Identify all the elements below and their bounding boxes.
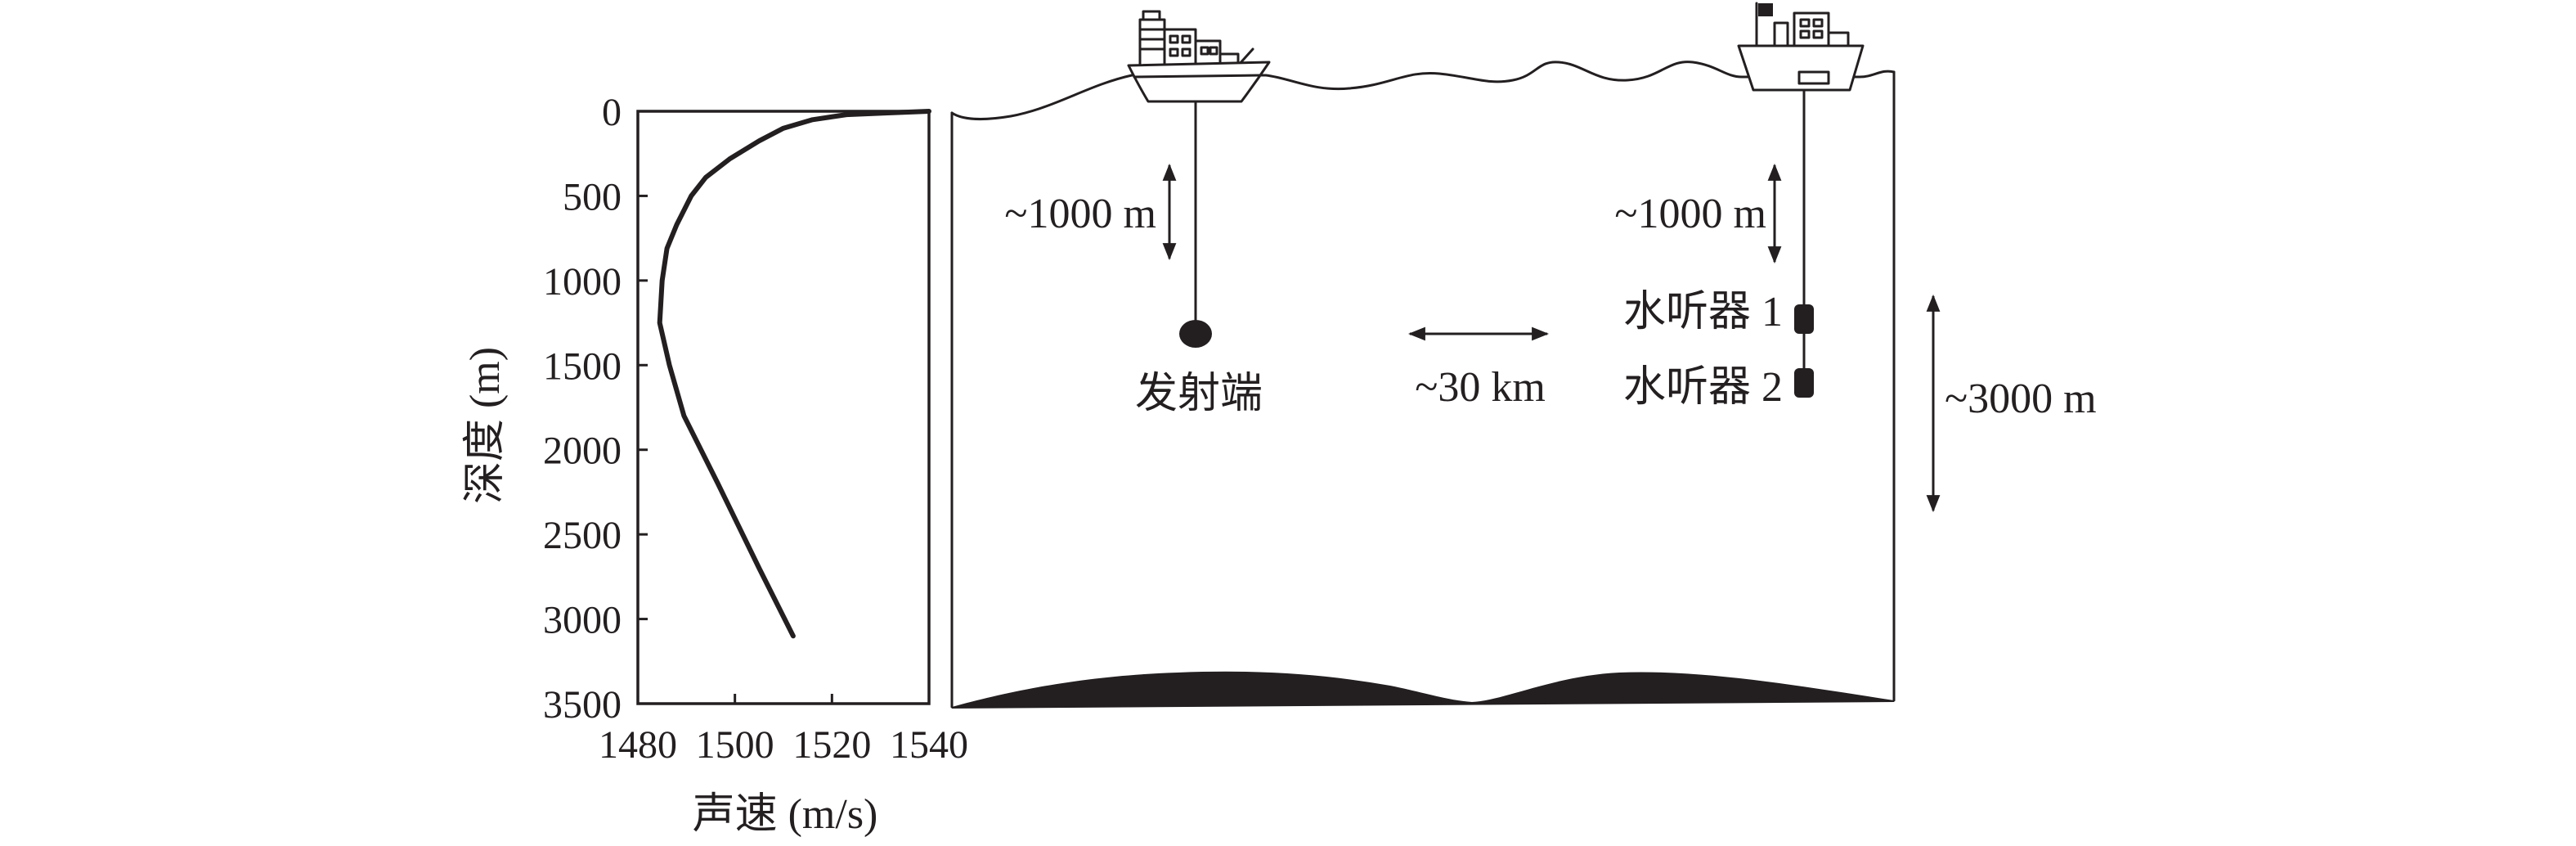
right-ship-icon xyxy=(1737,2,1865,92)
y-tick-label: 3500 xyxy=(543,683,622,727)
ship-window xyxy=(1169,47,1179,57)
transmitter-icon xyxy=(1179,320,1212,348)
x-tick-label: 1480 xyxy=(599,723,677,767)
hydrophone-1-icon xyxy=(1794,304,1814,334)
right-depth-label: ~1000 m xyxy=(1614,191,1766,237)
left-ship-icon xyxy=(1127,10,1271,103)
ship-window xyxy=(1799,18,1811,28)
y-tick-label: 500 xyxy=(563,175,622,218)
water-depth-label: ~3000 m xyxy=(1945,376,2097,422)
seafloor xyxy=(952,671,1894,709)
ocean-experiment-diagram: ~1000 m ~1000 m 发射端 ~30 km 水听器 1 水听器 2 ~… xyxy=(950,2,2097,709)
ship-hull-hatch xyxy=(1797,70,1830,85)
ship-hull xyxy=(1127,61,1271,103)
left-depth-label: ~1000 m xyxy=(1004,191,1156,237)
y-axis-title: 深度 (m) xyxy=(462,347,509,504)
x-axis-title: 声速 (m/s) xyxy=(693,791,878,838)
y-tick-label: 1000 xyxy=(543,260,622,304)
x-tick-label: 1500 xyxy=(696,723,774,767)
sound-speed-curve xyxy=(657,109,931,639)
ship-cabin xyxy=(1793,11,1830,47)
x-tick-label: 1540 xyxy=(890,723,968,767)
sea-surface-wave xyxy=(950,61,1896,120)
hydrophone-2-label: 水听器 2 xyxy=(1623,364,1783,411)
ship-deckhouse xyxy=(1827,31,1850,47)
y-tick-label: 0 xyxy=(602,91,622,134)
ship-window xyxy=(1169,34,1179,44)
transmitter-label: 发射端 xyxy=(1135,371,1263,417)
ship-window xyxy=(1812,29,1824,39)
y-tick-label: 3000 xyxy=(543,599,622,642)
ship-cabin xyxy=(1163,28,1197,67)
ship-window xyxy=(1181,47,1192,57)
x-tick-label: 1520 xyxy=(792,723,871,767)
ship-window xyxy=(1181,34,1192,44)
ship-window xyxy=(1209,46,1218,56)
ship-deck-box xyxy=(1773,21,1789,47)
hydrophone-1-label: 水听器 1 xyxy=(1623,289,1783,335)
hydrophone-2-icon xyxy=(1794,368,1814,398)
ship-flag xyxy=(1758,3,1773,16)
plot-frame xyxy=(636,110,931,705)
y-tick-label: 2000 xyxy=(543,430,622,473)
ship-window xyxy=(1200,46,1209,56)
ship-hull-stripe xyxy=(1133,74,1262,79)
y-tick-label: 2500 xyxy=(543,514,622,557)
ship-tower xyxy=(1138,18,1166,67)
ship-hull xyxy=(1737,44,1865,92)
y-tick-label: 1500 xyxy=(543,344,622,388)
ship-window xyxy=(1812,18,1824,28)
range-label: ~30 km xyxy=(1415,364,1546,411)
ship-window xyxy=(1799,29,1811,39)
